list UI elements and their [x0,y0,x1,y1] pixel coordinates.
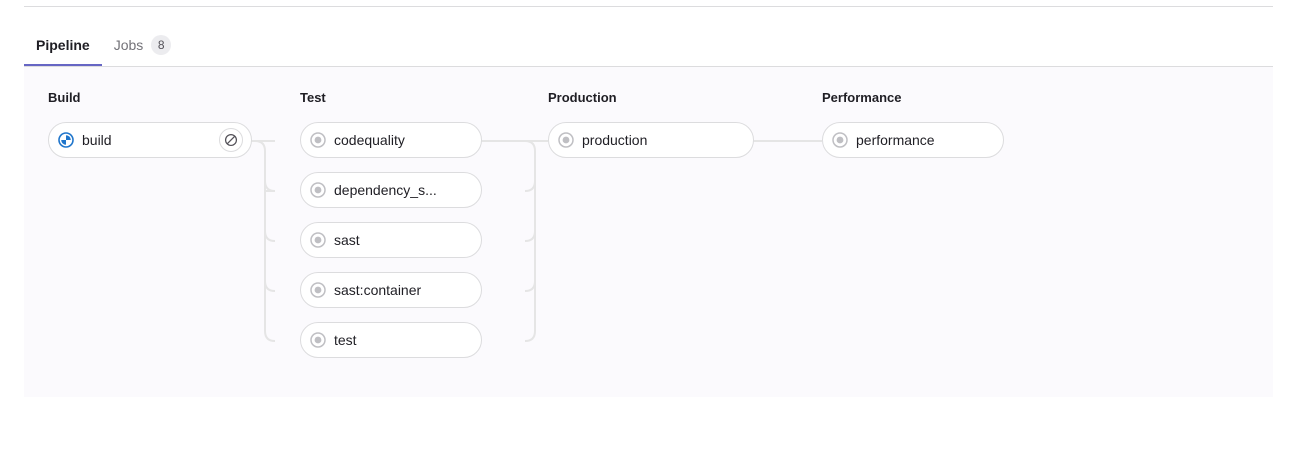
job-performance[interactable]: performance [822,122,1004,158]
job-sast[interactable]: sast [300,222,482,258]
tab-pipeline[interactable]: Pipeline [24,24,102,66]
stage-build-title: Build [48,90,81,105]
status-created-icon [558,132,574,148]
job-build-label: build [82,132,112,148]
stage-production: Production production [524,67,754,172]
status-created-icon [310,232,326,248]
tab-jobs-label: Jobs [113,37,144,53]
job-dependency-scanning-label: dependency_s... [334,182,437,198]
stage-test-title: Test [300,90,326,105]
job-dependency-scanning[interactable]: dependency_s... [300,172,482,208]
job-sast-container[interactable]: sast:container [300,272,482,308]
pipeline-graph: Build build Test [24,67,1273,397]
job-test-label: test [334,332,357,348]
cancel-icon [224,133,238,147]
job-production-label: production [582,132,648,148]
job-sast-container-label: sast:container [334,282,422,298]
status-created-icon [310,132,326,148]
tab-jobs[interactable]: Jobs 8 [102,24,184,66]
job-sast-label: sast [334,232,360,248]
top-divider [24,6,1273,7]
stage-production-title: Production [548,90,617,105]
status-created-icon [832,132,848,148]
status-created-icon [310,182,326,198]
status-running-icon [58,132,74,148]
job-codequality-label: codequality [334,132,405,148]
status-created-icon [310,332,326,348]
cancel-button[interactable] [219,128,243,152]
tab-bar: Pipeline Jobs 8 [24,24,1273,67]
stage-build: Build build [24,67,252,172]
job-test[interactable]: test [300,322,482,358]
job-production[interactable]: production [548,122,754,158]
stage-test-jobs: codequality dependency_s... sast [300,122,482,358]
stage-production-jobs: production [548,122,754,158]
stage-performance-title: Performance [822,90,902,105]
job-performance-label: performance [856,132,935,148]
tab-pipeline-label: Pipeline [36,37,90,53]
job-build[interactable]: build [48,122,252,158]
job-codequality[interactable]: codequality [300,122,482,158]
stage-performance-jobs: performance [822,122,1004,158]
stage-build-jobs: build [48,122,252,158]
stage-test: Test codequality dependency_s... [276,67,506,372]
tab-jobs-badge: 8 [151,35,172,55]
status-created-icon [310,282,326,298]
stage-performance: Performance performance [798,67,1028,172]
